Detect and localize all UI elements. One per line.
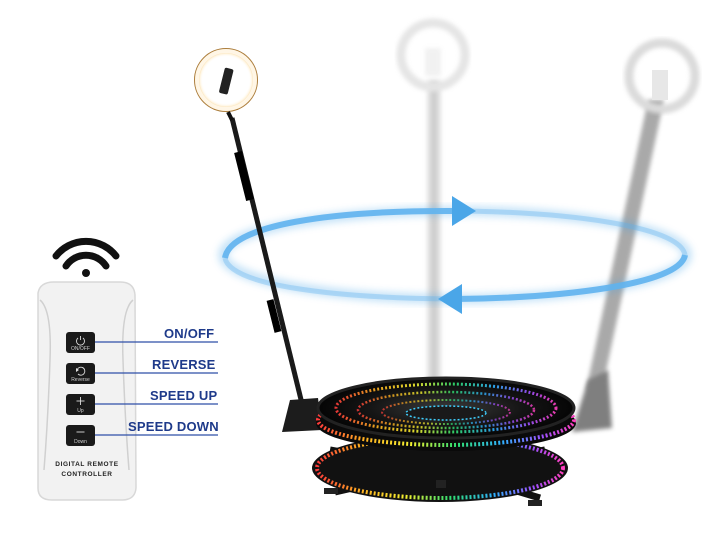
callout-lines: [95, 341, 218, 436]
callout-reverse: REVERSE: [152, 357, 216, 372]
speed-up-button[interactable]: Up: [66, 394, 95, 415]
callout-speed-down: SPEED DOWN: [128, 419, 219, 434]
power-icon: [76, 336, 85, 346]
rotation-arrow: [218, 196, 692, 314]
remote-controller: ON/OFF Reverse Up Down DIGITAL REM: [37, 281, 137, 501]
speed-up-button-label: Up: [77, 408, 84, 414]
plus-icon: [76, 397, 85, 405]
ghost-arm-right: [572, 38, 700, 432]
reverse-button[interactable]: Reverse: [66, 363, 95, 384]
reverse-icon: [76, 366, 86, 376]
remote-title-line1: DIGITAL REMOTE: [55, 461, 118, 468]
photo-booth-arm: [229, 117, 322, 432]
remote-title-line2: CONTROLLER: [61, 471, 112, 478]
onoff-button-label: ON/OFF: [71, 346, 90, 352]
platform-base: [312, 434, 568, 506]
ghost-arm-center: [396, 18, 470, 410]
speed-down-button[interactable]: Down: [66, 425, 95, 446]
onoff-button[interactable]: ON/OFF: [66, 332, 95, 353]
speed-down-button-label: Down: [74, 439, 87, 445]
reverse-button-label: Reverse: [71, 377, 90, 383]
spinning-platform: [316, 376, 576, 451]
ring-light: [194, 48, 258, 121]
wireless-signal-icon: [52, 237, 120, 277]
callout-onoff: ON/OFF: [164, 326, 215, 341]
callout-speed-up: SPEED UP: [150, 388, 218, 403]
